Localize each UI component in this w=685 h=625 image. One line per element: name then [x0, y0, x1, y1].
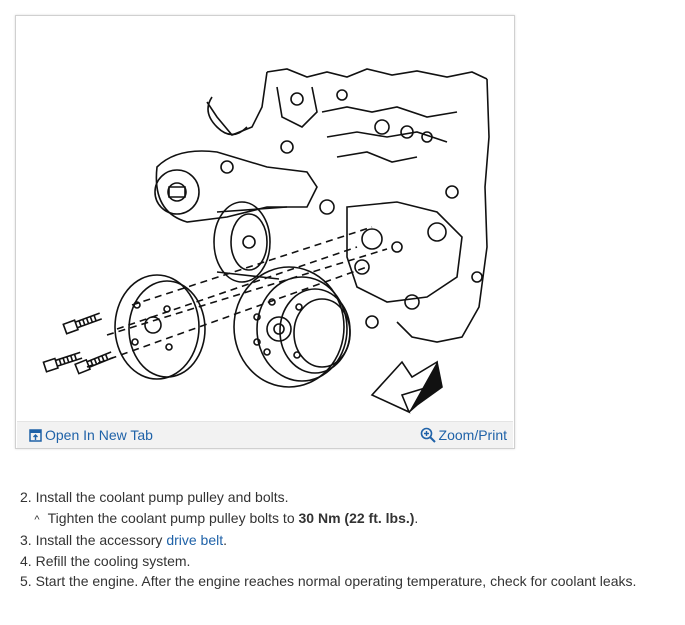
engine-pulley-diagram[interactable] [17, 17, 513, 420]
zoom-print-link[interactable]: Zoom/Print [420, 427, 507, 443]
open-in-new-tab-label: Open In New Tab [45, 427, 153, 443]
step-2: 2. Install the coolant pump pulley and b… [20, 489, 289, 505]
direction-arrow-icon [370, 360, 443, 414]
caret-bullet-icon: ^ [34, 513, 40, 526]
step-2-substep: ^ Tighten the coolant pump pulley bolts … [20, 508, 670, 531]
procedure-steps: 2. Install the coolant pump pulley and b… [20, 487, 670, 592]
zoom-print-label: Zoom/Print [438, 427, 507, 443]
step-3: 3. Install the accessory drive belt. [20, 532, 228, 548]
figure-footer: Open In New Tab Zoom/Print [17, 421, 513, 448]
drive-belt-link[interactable]: drive belt [166, 532, 224, 548]
step-5: 5. Start the engine. After the engine re… [20, 573, 637, 589]
open-in-new-tab-link[interactable]: Open In New Tab [29, 427, 153, 443]
torque-spec: 30 Nm (22 ft. lbs.) [298, 509, 415, 526]
step-4: 4. Refill the cooling system. [20, 552, 191, 569]
open-in-new-tab-icon [29, 428, 42, 442]
figure-card: Open In New Tab Zoom/Print [15, 15, 515, 449]
zoom-magnifier-icon [420, 427, 436, 443]
